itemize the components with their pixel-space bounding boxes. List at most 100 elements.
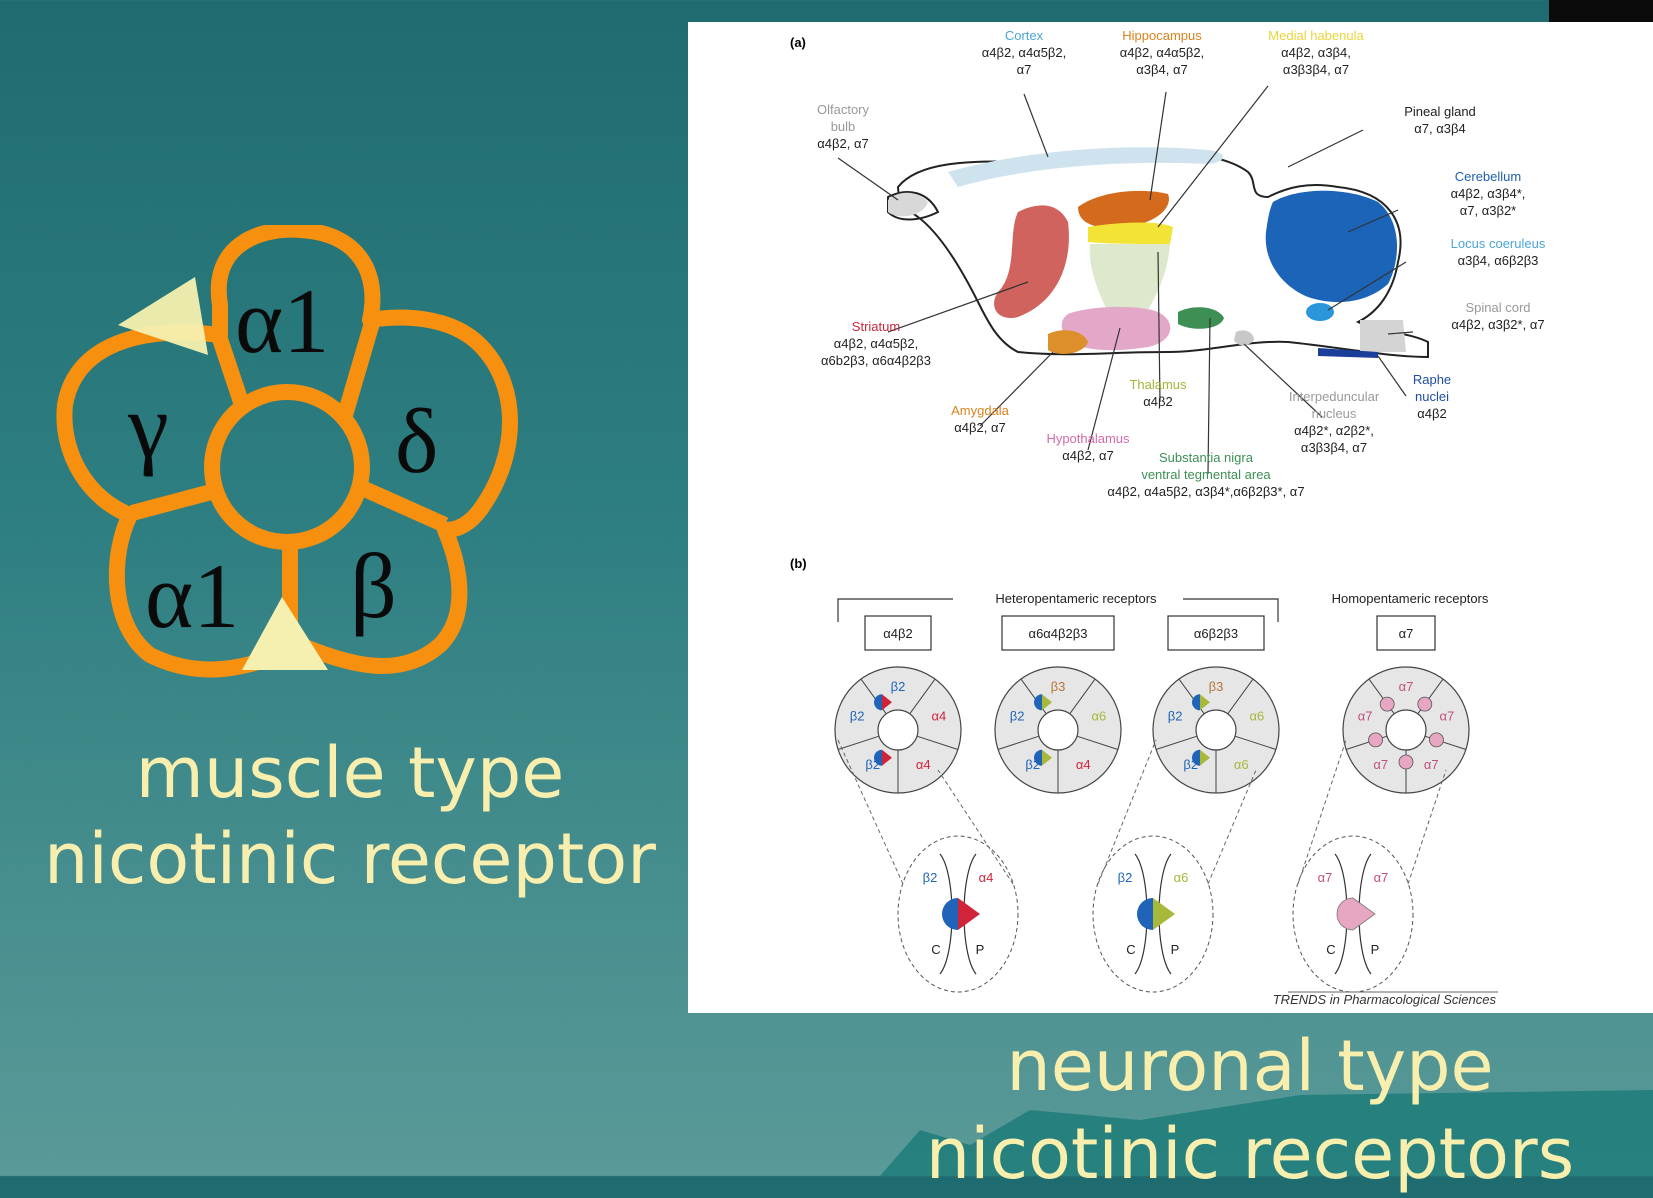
label-interped-1: Interpeduncular [1289, 389, 1380, 404]
binding-site-principal [1042, 749, 1052, 766]
zoom-right-label: α6 [1174, 870, 1189, 885]
label-cortex: Cortex [1005, 28, 1044, 43]
subunit-label: β3 [1209, 679, 1224, 694]
label-striatum: Striatum [852, 319, 900, 334]
subunit-divider [916, 735, 959, 750]
subunit-divider [1227, 678, 1254, 715]
hetero-label: Heteropentameric receptors [995, 591, 1157, 606]
label-thalamus: Thalamus [1129, 377, 1187, 392]
subunit-beta: β [350, 535, 397, 637]
panel-b-label: (b) [790, 556, 807, 571]
label-cerebellum-l1: α4β2, α3β4*, [1451, 186, 1526, 201]
label-spinal-l1: α4β2, α3β2*, α7 [1451, 317, 1544, 332]
zoom-right-label: α4 [979, 870, 994, 885]
subunit-label: α4 [932, 709, 947, 724]
label-cortex-l2: α7 [1017, 62, 1032, 77]
region-striatum [994, 205, 1069, 318]
region-spinal [1360, 320, 1406, 352]
figure-canvas: (a) Cortex α4β2, α4α5β2, α7 Hipp [790, 28, 1546, 1007]
zoom-connector [1097, 739, 1157, 885]
label-cerebellum-l2: α7, α3β2* [1460, 203, 1516, 218]
teal-wave-decoration [880, 1090, 1653, 1176]
receptor-box [1167, 615, 1265, 651]
binding-site-principal [1200, 749, 1210, 766]
region-substantia [1178, 307, 1224, 329]
label-interped-l2: α3β3β4, α7 [1301, 440, 1367, 455]
label-cortex-l1: α4β2, α4α5β2, [982, 45, 1067, 60]
label-striatum-l2: α6b2β3, α6α4β2β3 [821, 353, 931, 368]
label-olfactory-l1: α4β2, α7 [817, 136, 868, 151]
subunit-divider [837, 735, 880, 750]
zoom-2: α7 α7C P [1292, 739, 1447, 993]
label-substantia-2: ventral tegmental area [1141, 467, 1271, 482]
subunit-label: α7 [1399, 679, 1414, 694]
receptor-box [1376, 615, 1436, 651]
zoom-p-label: P [1171, 942, 1180, 957]
binding-site-complementary [1034, 694, 1042, 711]
homo-label: Homopentameric receptors [1332, 591, 1489, 606]
receptor-box [864, 615, 932, 651]
label-hypothalamus-l1: α4β2, α7 [1062, 448, 1113, 463]
label-cerebellum: Cerebellum [1455, 169, 1521, 184]
binding-site [1417, 696, 1433, 712]
region-hypothalamus [1061, 306, 1171, 351]
zoom-c-label: C [1326, 942, 1335, 957]
binding-site [1398, 754, 1414, 770]
subunit-label: α6 [1234, 757, 1249, 772]
subunit-label: α6 [1092, 709, 1107, 724]
subunit-label: α7 [1358, 709, 1373, 724]
region-labels: Cortex α4β2, α4α5β2, α7 Hippocampus α4β2… [817, 28, 1546, 499]
label-raphe-l1: α4β2 [1417, 406, 1446, 421]
pentamer-outline [56, 221, 518, 678]
label-interped-2: nucleus [1312, 406, 1357, 421]
region-amygdala [1048, 330, 1088, 354]
triangle-marker-bottom [242, 597, 328, 670]
subunit-divider [997, 735, 1040, 750]
zoom-site-c [1137, 898, 1153, 930]
subunit-gamma: γ [128, 375, 169, 477]
leader-lines [837, 85, 1414, 475]
receptor-box [1001, 615, 1115, 651]
region-cerebellum [1265, 190, 1398, 303]
subunit-label: β2 [1168, 709, 1183, 724]
label-pineal-l1: α7, α3β4 [1414, 121, 1465, 136]
subunit-label: α7 [1373, 757, 1388, 772]
zoom-connector [1407, 769, 1447, 885]
binding-site-complementary [874, 694, 882, 711]
label-substantia-1: Substantia nigra [1159, 450, 1254, 465]
triangle-marker-top [118, 277, 208, 355]
binding-site [1429, 732, 1444, 748]
receptor-name: α7 [1399, 626, 1414, 641]
region-hippocampus [1078, 190, 1169, 228]
label-hippocampus-l2: α3β4, α7 [1136, 62, 1187, 77]
zoom-c-label: C [1126, 942, 1135, 957]
zoom-ellipse [1092, 835, 1214, 993]
zoom-c-label: C [931, 942, 940, 957]
neuronal-caption: neuronal type nicotinic receptors [900, 1022, 1600, 1198]
label-raphe-2: nuclei [1415, 389, 1449, 404]
subunit-label: β2 [1010, 709, 1025, 724]
label-amygdala-l1: α4β2, α7 [954, 420, 1005, 435]
subunit-label: α7 [1424, 757, 1439, 772]
subunit-alpha1-top: α1 [235, 270, 330, 372]
zoom-site-p [1153, 898, 1175, 930]
zoom-site-p [958, 898, 980, 930]
zoom-p-label: P [1371, 942, 1380, 957]
label-pineal: Pineal gland [1404, 104, 1476, 119]
subunit-alpha1-bottom: α1 [145, 545, 240, 647]
zoom-site [1336, 897, 1376, 931]
neuronal-caption-line1: neuronal type [1006, 1025, 1494, 1107]
region-interpeduncular [1234, 330, 1254, 346]
subunit-divider [1076, 735, 1119, 750]
region-habenula [1088, 222, 1173, 244]
label-habenula-l1: α4β2, α3β4, [1281, 45, 1351, 60]
receptor-pore [1195, 709, 1237, 751]
receptor-pore [1385, 709, 1427, 751]
subunit-label: β3 [1051, 679, 1066, 694]
subunit-divider [1234, 735, 1277, 750]
figure-credit: TRENDS in Pharmacological Sciences [1273, 992, 1497, 1007]
